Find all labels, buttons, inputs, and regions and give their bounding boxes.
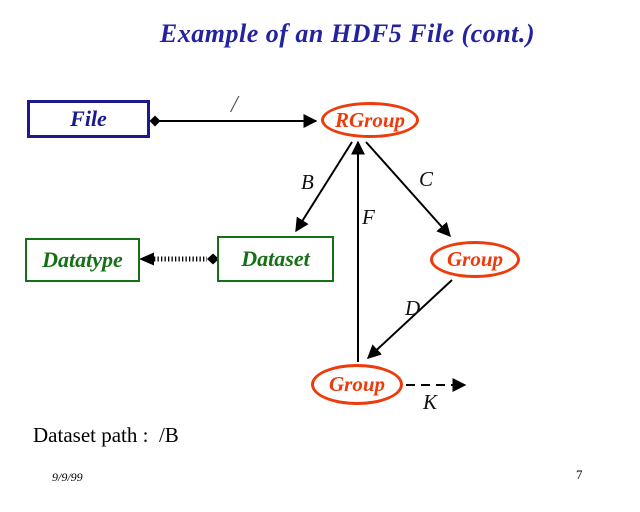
node-dataset-label: Dataset bbox=[241, 246, 310, 271]
node-rgroup-label: RGroup bbox=[334, 107, 406, 132]
node-group-right: Group bbox=[430, 241, 520, 278]
edge-datatype-diamond bbox=[207, 253, 219, 265]
dataset-path-text: Dataset path : /B bbox=[33, 423, 179, 447]
edge-b-line bbox=[295, 141, 353, 233]
slide-title: Example of an HDF5 File (cont.) bbox=[159, 19, 536, 48]
edge-label-k: K bbox=[423, 390, 438, 414]
node-group-bottom: Group bbox=[311, 364, 403, 405]
node-group-right-label: Group bbox=[446, 247, 504, 271]
node-file: File bbox=[27, 100, 150, 138]
page-number: 7 bbox=[576, 467, 583, 482]
node-file-label: File bbox=[70, 106, 107, 131]
edge-label-c: C bbox=[419, 167, 434, 191]
edge-label-root: / bbox=[231, 92, 238, 118]
node-datatype-label: Datatype bbox=[42, 247, 123, 272]
edge-label-f: F bbox=[362, 205, 375, 229]
node-datatype: Datatype bbox=[25, 238, 140, 282]
edge-label-d: D bbox=[405, 296, 421, 320]
edge-datatype-arrowhead bbox=[139, 252, 154, 266]
node-rgroup: RGroup bbox=[321, 102, 419, 138]
edge-d-line bbox=[366, 279, 453, 359]
footer-date: 9/9/99 bbox=[52, 470, 83, 484]
node-group-bottom-label: Group bbox=[328, 372, 386, 396]
edge-c-line bbox=[365, 141, 451, 238]
node-dataset: Dataset bbox=[217, 236, 334, 282]
edge-label-b: B bbox=[301, 170, 314, 194]
